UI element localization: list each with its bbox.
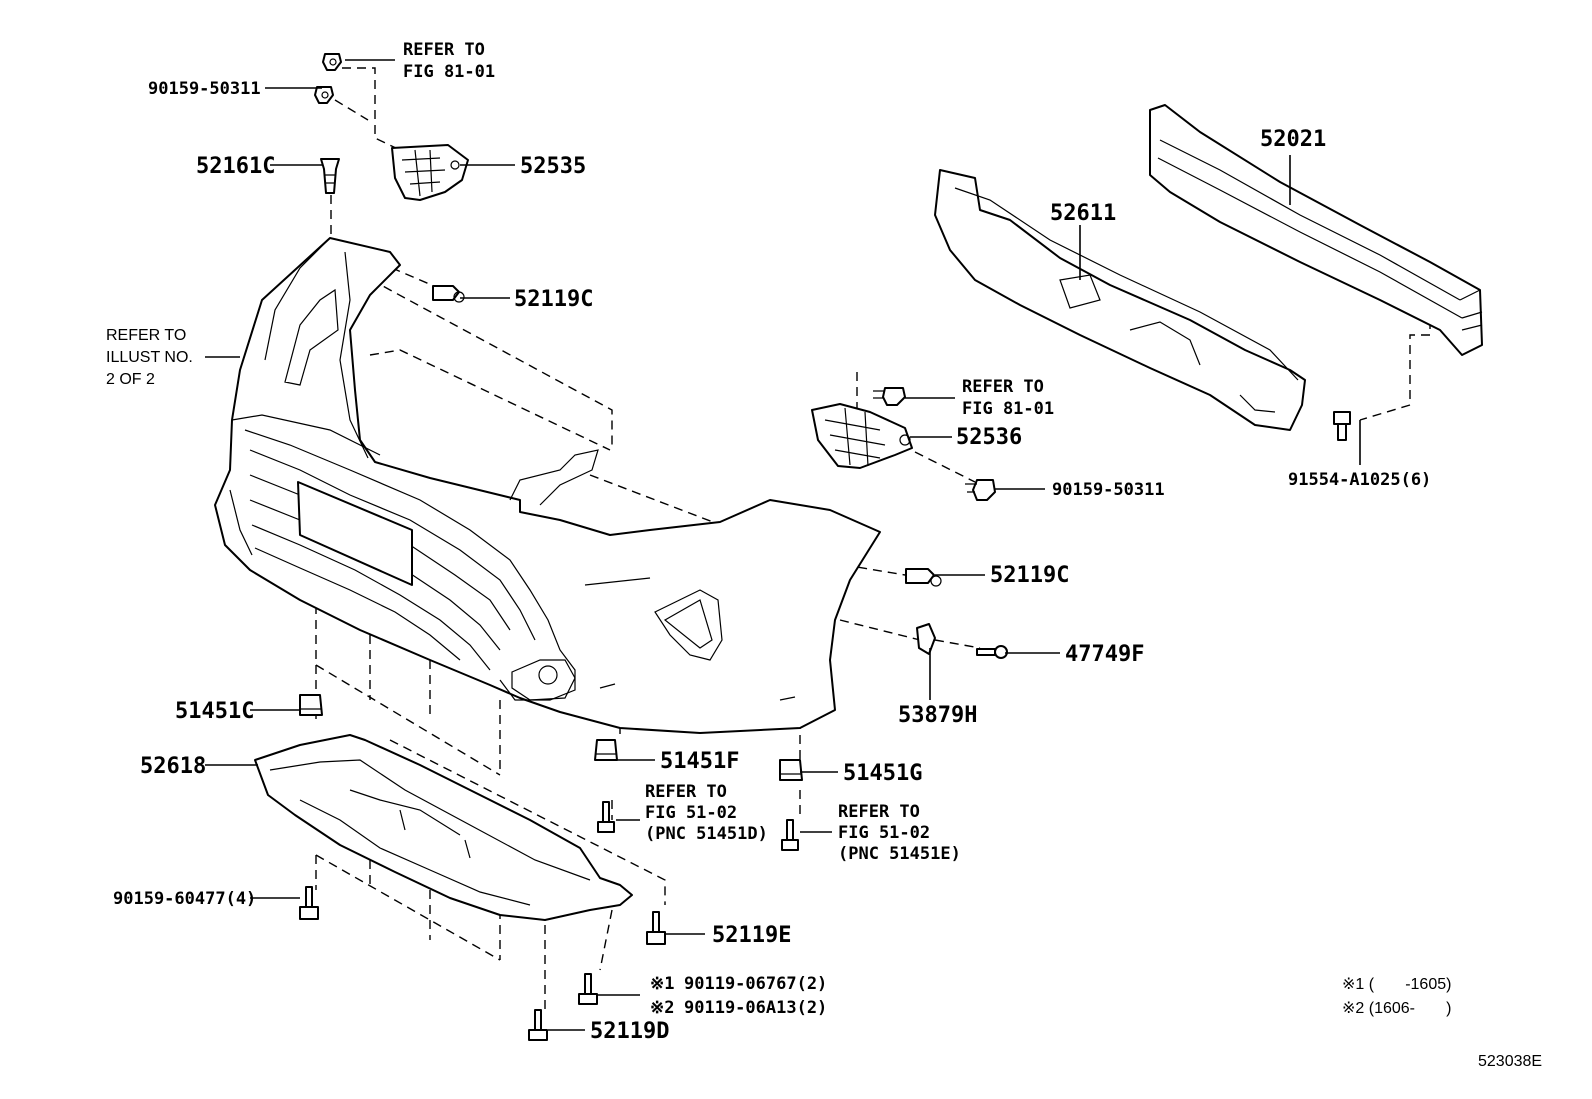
part-90119-06767: 90119-06767(2)	[684, 974, 827, 994]
ref-fig8101-b-line2: FIG 81-01	[962, 399, 1054, 419]
bumper-reinforcement-52021-illustration	[1149, 104, 1483, 356]
bolt-90159-60477	[299, 886, 319, 920]
nut-53879h	[916, 623, 936, 655]
engine-under-cover-52618-illustration	[254, 734, 633, 921]
ref-fig8101-a-line2: FIG 81-01	[403, 62, 495, 82]
part-52119d: 52119D	[590, 1019, 669, 1044]
clip-51451c	[299, 694, 323, 716]
bolt-52119d	[528, 1009, 548, 1041]
energy-absorber-52611-illustration	[934, 169, 1306, 431]
bolt-90119	[578, 973, 598, 1005]
ref-fig8101-a-line1: REFER TO	[403, 40, 485, 60]
screw-47749f	[976, 645, 1008, 659]
clip-90159-50311-a	[314, 86, 334, 104]
part-90119-06a13: 90119-06A13(2)	[684, 998, 827, 1018]
part-47749f: 47749F	[1065, 642, 1144, 667]
ref-fig5102-d-line1: REFER TO	[645, 782, 727, 802]
part-52618: 52618	[140, 754, 206, 779]
part-52611: 52611	[1050, 201, 1116, 226]
ref-fig5102-e-line1: REFER TO	[838, 802, 920, 822]
bumper-cover-illustration	[214, 237, 881, 734]
bracket-52535-illustration	[391, 144, 469, 201]
part-52119e: 52119E	[712, 923, 791, 948]
clip-52161c	[320, 158, 340, 194]
bolt-refer-d	[597, 801, 615, 833]
clip-51451g	[779, 759, 803, 781]
part-52119c-b: 52119C	[990, 563, 1069, 588]
part-53879h: 53879H	[898, 703, 977, 728]
clip-90159-50311-b	[965, 479, 996, 501]
ref-fig5102-e-line3: (PNC 51451E)	[838, 844, 961, 864]
marker-1: ※1	[650, 974, 674, 994]
part-51451f: 51451F	[660, 749, 739, 774]
ref-fig5102-d-line3: (PNC 51451D)	[645, 824, 768, 844]
part-90159-50311-a: 90159-50311	[148, 79, 261, 99]
ref-fig5102-d-line2: FIG 51-02	[645, 803, 737, 823]
ref-illust-line1: REFER TO	[106, 327, 186, 344]
clip-top-refer	[322, 53, 342, 71]
part-90159-50311-b: 90159-50311	[1052, 480, 1165, 500]
part-91554: 91554-A1025(6)	[1288, 470, 1431, 490]
marker-2: ※2	[650, 998, 674, 1018]
bracket-52536-illustration	[811, 403, 913, 469]
part-52119c-a: 52119C	[514, 287, 593, 312]
legend-1: ※1 ( -1605)	[1342, 976, 1451, 993]
bolt-91554	[1333, 411, 1351, 441]
clip-52119c-a	[432, 285, 465, 303]
part-51451c: 51451C	[175, 699, 254, 724]
bolt-52119e	[646, 911, 666, 945]
clip-51451f	[594, 739, 618, 761]
part-52161c: 52161C	[196, 154, 275, 179]
diagram-id: 523038E	[1478, 1053, 1542, 1070]
part-51451g: 51451G	[843, 761, 922, 786]
leader-lines	[205, 59, 1361, 1031]
bolt-refer-e	[781, 819, 799, 851]
part-labels: REFER TO FIG 81-01 90159-50311 52161C 52…	[106, 40, 1542, 1070]
part-52021: 52021	[1260, 127, 1326, 152]
legend-2: ※2 (1606- )	[1342, 1000, 1451, 1017]
ref-fig5102-e-line2: FIG 51-02	[838, 823, 930, 843]
clip-52119c-b	[905, 568, 942, 587]
part-52535: 52535	[520, 154, 586, 179]
ref-illust-line3: 2 OF 2	[106, 371, 155, 388]
ref-illust-line2: ILLUST NO.	[106, 349, 193, 366]
clip-fig8101-b	[873, 387, 906, 406]
part-52536: 52536	[956, 425, 1022, 450]
part-90159-60477: 90159-60477(4)	[113, 889, 256, 909]
ref-fig8101-b-line1: REFER TO	[962, 377, 1044, 397]
